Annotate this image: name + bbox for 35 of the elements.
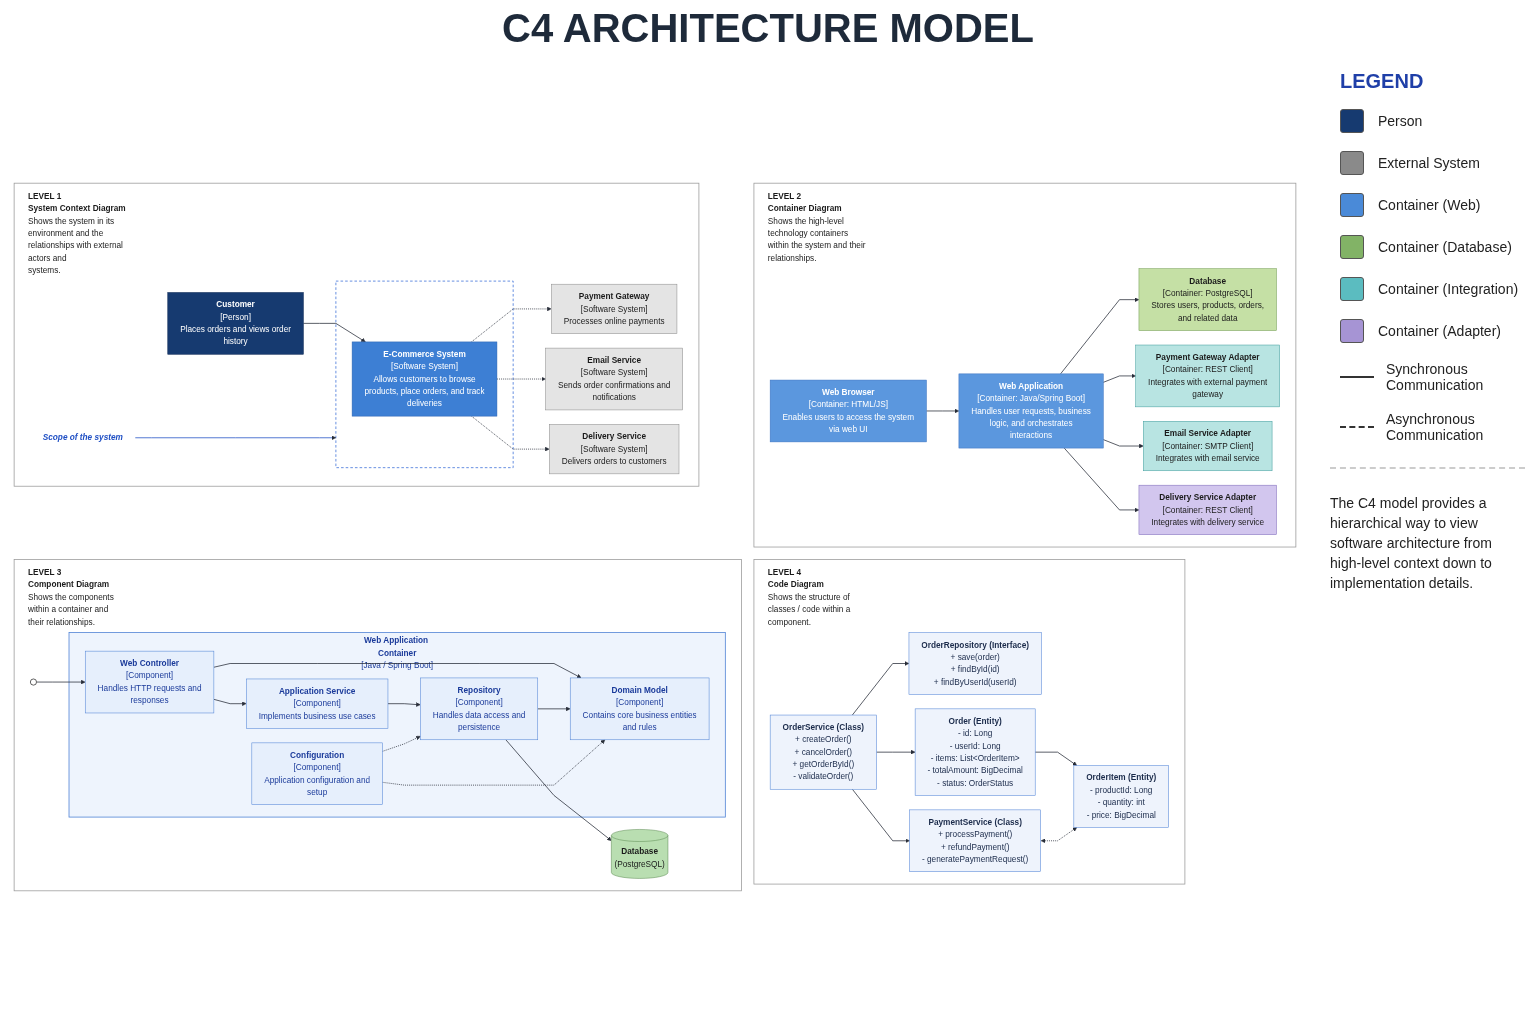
node-box: Payment Gateway [Software System] Processes online payments	[551, 283, 678, 334]
node-box: Email Service [Software System] Sends order confirmations and notifications	[545, 347, 683, 411]
node-box: Repository [Component] Handles data access and persistence	[420, 677, 538, 741]
node-box: Database [Container: PostgreSQL] Stores users, products, orders, and related data	[1138, 268, 1277, 331]
legend-text: Synchronous Communication	[1386, 361, 1485, 393]
legend-text: Container (Web)	[1378, 197, 1481, 213]
node-box: Payment Gateway Adapter [Container: REST Client] Integrates with external payment gateway	[1135, 344, 1280, 408]
legend-text: Container (Adapter)	[1378, 323, 1501, 339]
legend-text: External System	[1378, 155, 1480, 171]
node-box: OrderItem (Entity) - productId: Long - quantity: int - price: BigDecimal	[1073, 765, 1169, 828]
node-box: Web Controller [Component] Handles HTTP requests and responses	[84, 650, 215, 714]
node-box: Web Application [Container: Java/Spring Boot] Handles user requests, business logic, and orchestrates interactions	[958, 373, 1104, 449]
description-note: The C4 model provides a hierarchical way to view software architecture from high-level context down to implementation details.	[1330, 494, 1493, 593]
node-box: Domain Model [Component] Contains core business entities and rules	[569, 677, 710, 741]
node-box: PaymentService (Class) + processPayment() + refundPayment() - generatePaymentRequest()	[909, 809, 1041, 872]
legend-text: Container (Integration)	[1378, 281, 1519, 297]
node-text: Scope of the system	[42, 433, 123, 442]
node-box: Web Browser [Container: HTML/JS] Enables users to access the system via web UI	[769, 379, 927, 443]
legend-text: Asynchronous Communication	[1386, 411, 1485, 443]
node-box: Configuration [Component] Application configuration and setup	[251, 742, 383, 805]
node-box: E-Commerce System [Software System] Allows customers to browse products, place orders, and track deliveries	[351, 341, 498, 417]
node-box: Delivery Service Adapter [Container: REST Client] Integrates with delivery service	[1138, 484, 1277, 535]
node-box: OrderRepository (Interface) + save(order) + findById(id) + findByUserId(userId)	[908, 632, 1042, 695]
node-box: Customer [Person] Places orders and views order history	[167, 292, 304, 355]
legend-heading: LEGEND	[1340, 70, 1424, 93]
node-box: Email Service Adapter [Container: SMTP Client] Integrates with email service	[1143, 421, 1273, 471]
node-box: Order (Entity) - id: Long - userId: Long - items: List<OrderItem> - totalAmount: BigDecimal - status: OrderStatus	[914, 708, 1036, 796]
node-box: Application Service [Component] Implements business use cases	[246, 678, 389, 729]
node-circle	[29, 678, 37, 686]
node-box: Delivery Service [Software System] Delivers orders to customers	[549, 424, 680, 475]
legend-text: Person	[1378, 113, 1423, 129]
legend-text: Container (Database)	[1378, 239, 1512, 255]
cluster	[335, 280, 514, 469]
diagram-title: C4 ARCHITECTURE MODEL	[501, 6, 1035, 51]
node-box: OrderService (Class) + createOrder() + cancelOrder() + getOrderById() - validateOrder()	[769, 714, 877, 790]
